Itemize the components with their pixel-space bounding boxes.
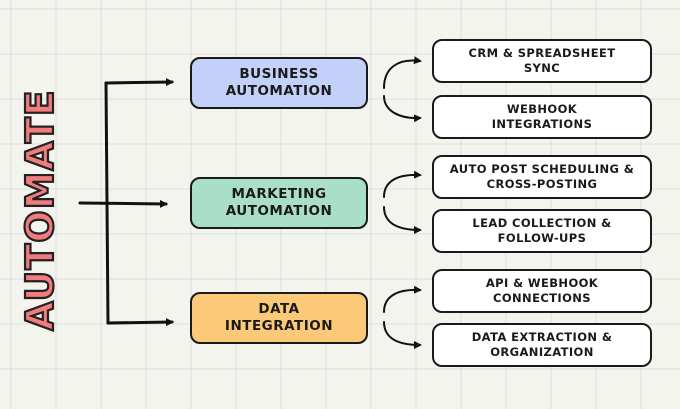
category-label-line1: BUSINESS <box>239 66 319 82</box>
item-line2: SYNC <box>523 61 561 75</box>
branch-marketing-top <box>383 170 422 198</box>
item-line1: WEBHOOK <box>506 102 578 116</box>
item-line1: LEAD COLLECTION & <box>472 216 612 230</box>
category-label-line2: AUTOMATION <box>225 83 333 99</box>
item-line1: DATA EXTRACTION & <box>471 330 613 344</box>
arrow-to-business <box>104 78 174 87</box>
automate-title: AUTOMATE <box>17 88 63 332</box>
item-data-extraction: DATA EXTRACTION &ORGANIZATION <box>432 323 652 367</box>
item-line2: ORGANIZATION <box>490 345 594 359</box>
category-label-line1: DATA <box>258 301 300 317</box>
branch-data-bottom <box>383 321 422 349</box>
branch-marketing-bottom <box>383 206 422 234</box>
item-line1: AUTO POST SCHEDULING & <box>449 162 635 176</box>
arrow-to-data <box>106 318 174 327</box>
item-line2: INTEGRATIONS <box>491 117 593 131</box>
category-label-line1: MARKETING <box>231 186 327 202</box>
branch-data-top <box>383 285 422 313</box>
item-auto-post-scheduling: AUTO POST SCHEDULING &CROSS-POSTING <box>432 155 652 199</box>
item-line1: CRM & SPREADSHEET <box>468 46 616 60</box>
arrow-to-marketing <box>78 199 168 208</box>
item-lead-collection: LEAD COLLECTION &FOLLOW-UPS <box>432 209 652 253</box>
category-label-line2: INTEGRATION <box>224 318 334 334</box>
item-line1: API & WEBHOOK <box>485 276 599 290</box>
category-label-line2: AUTOMATION <box>225 203 333 219</box>
item-line2: CROSS-POSTING <box>486 177 598 191</box>
item-line2: CONNECTIONS <box>493 291 591 305</box>
branch-business-bottom <box>383 95 422 123</box>
item-line2: FOLLOW-UPS <box>497 231 587 245</box>
branch-business-top <box>383 56 422 89</box>
